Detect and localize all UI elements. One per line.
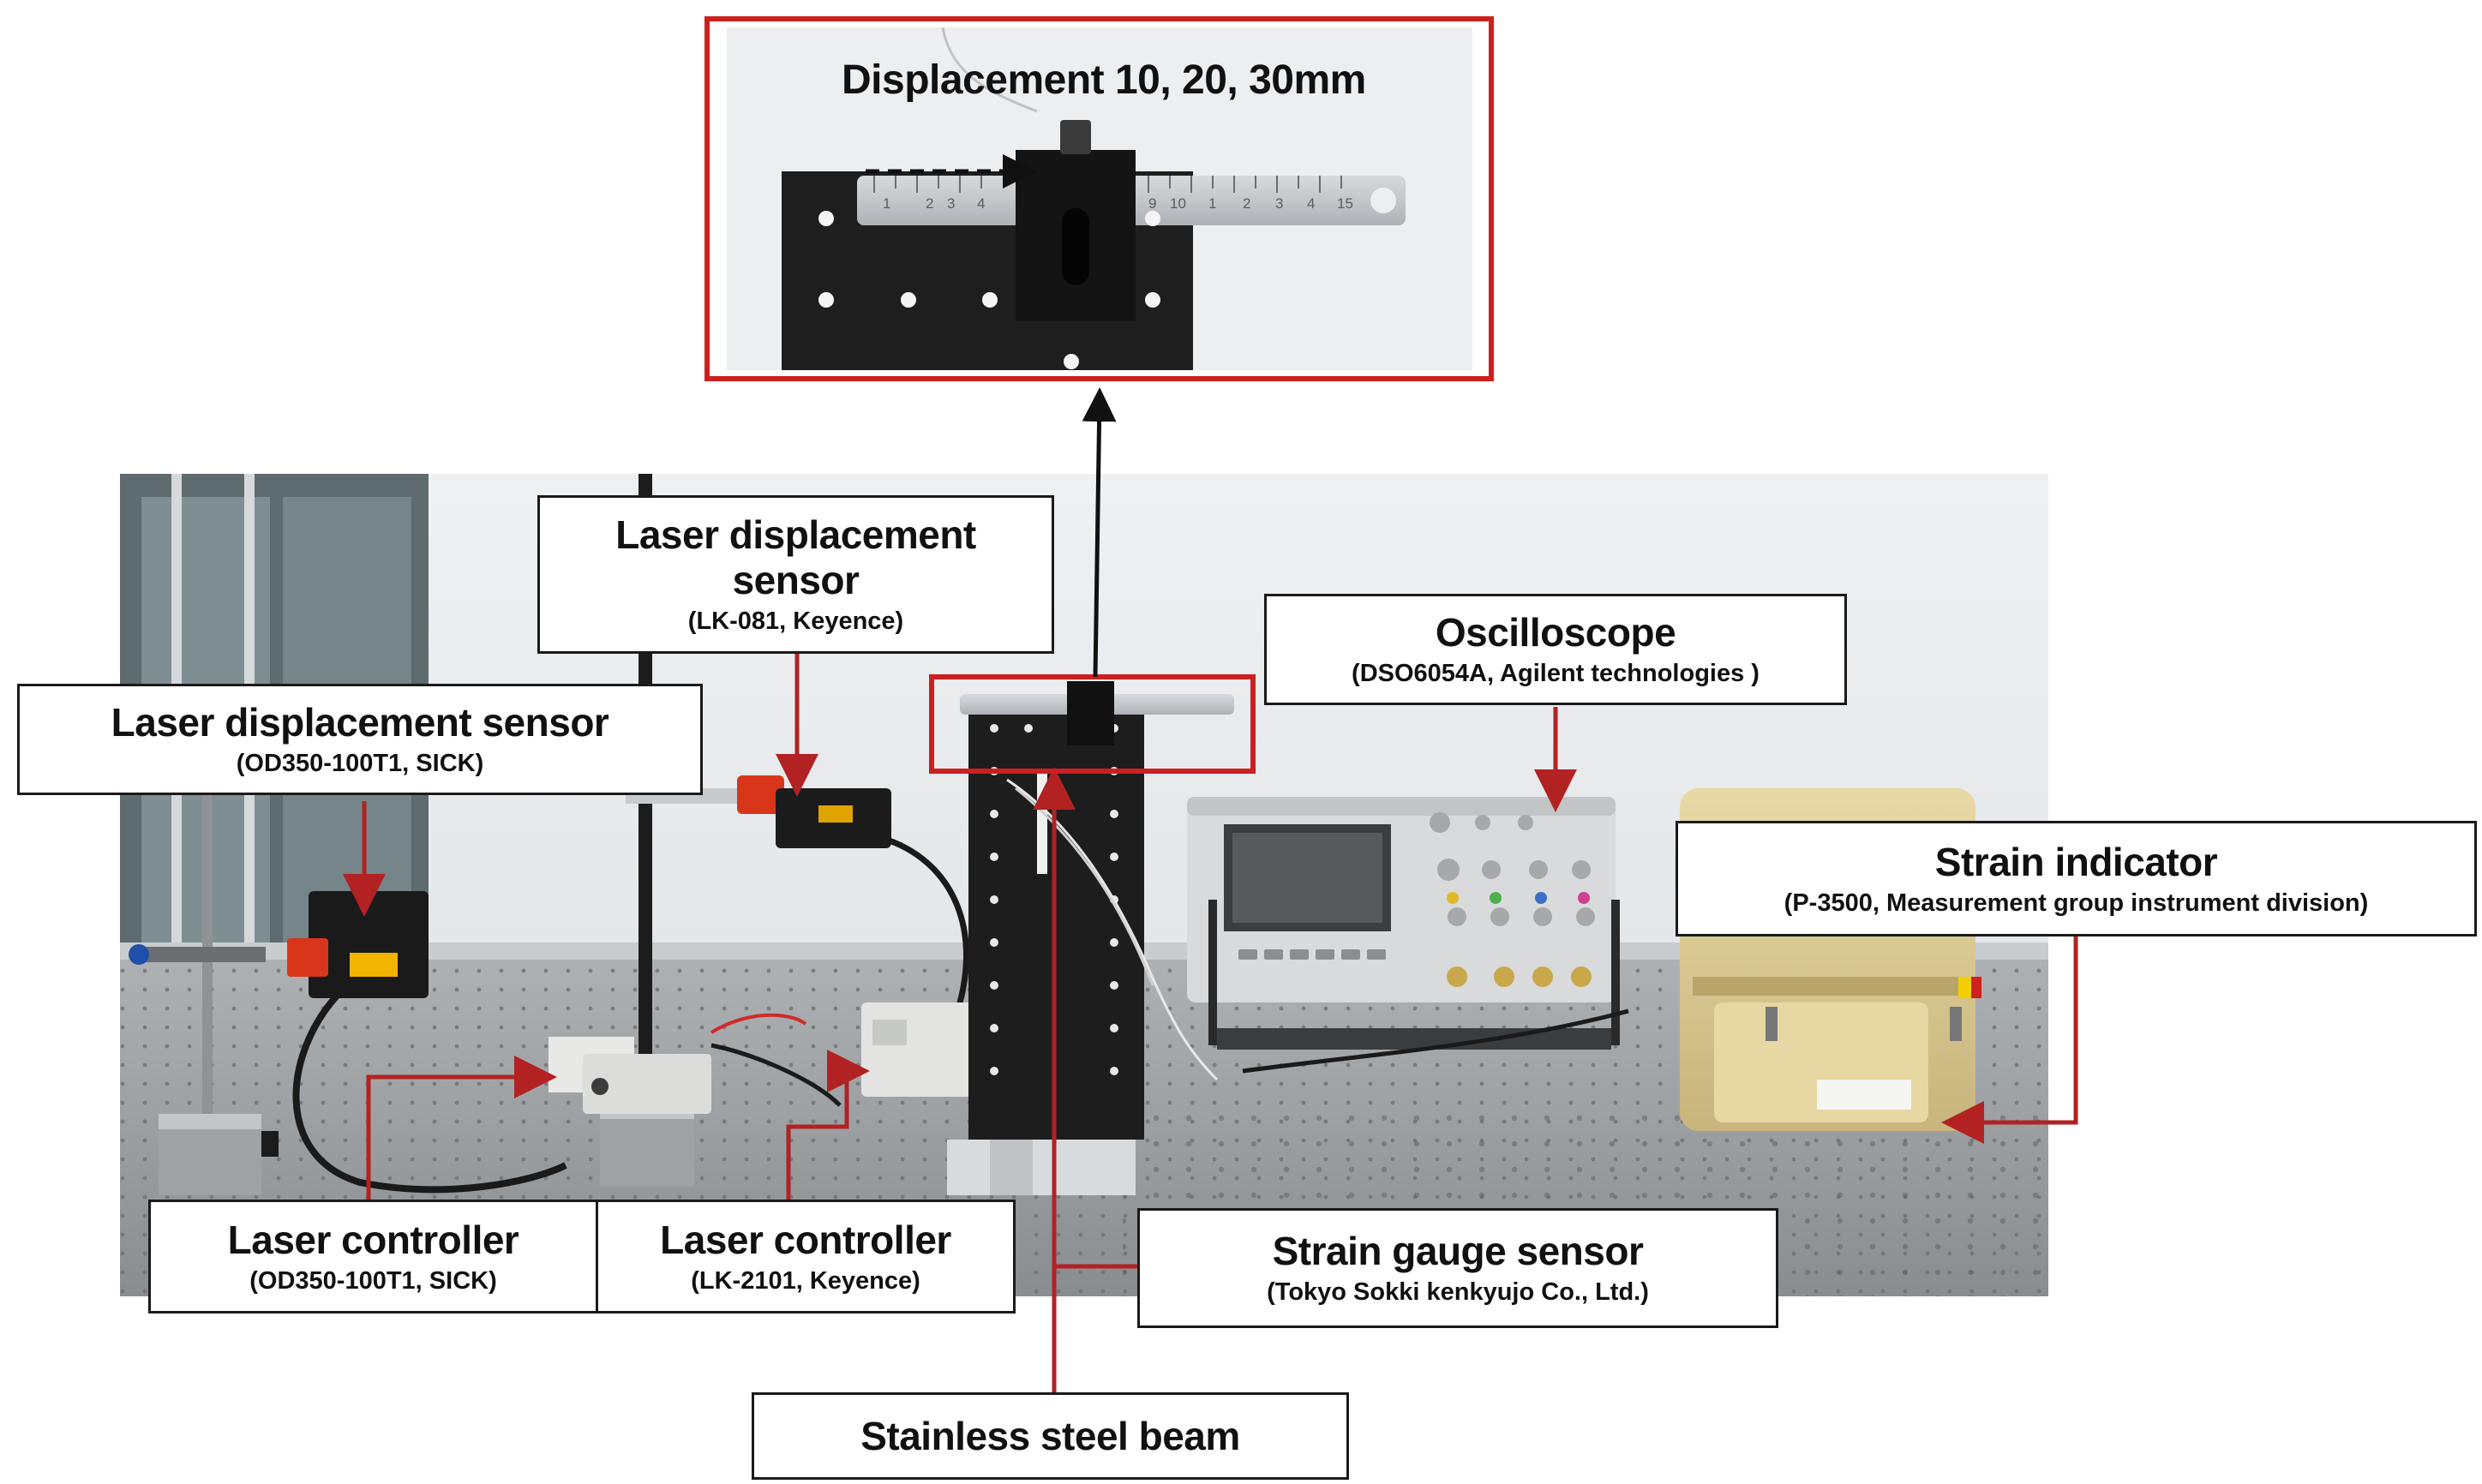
leader-controller-od bbox=[366, 1056, 557, 1204]
label-title: Strain gauge sensor bbox=[1272, 1229, 1644, 1274]
label-laser-sensor-lk: Laser displacement sensor (LK-081, Keyen… bbox=[537, 495, 1054, 654]
inset-ruler-tick: 1 bbox=[883, 195, 890, 212]
label-laser-sensor-od: Laser displacement sensor (OD350-100T1, … bbox=[17, 684, 703, 795]
label-subtitle: (P-3500, Measurement group instrument di… bbox=[1784, 889, 2369, 917]
leader-strain-indicator bbox=[1941, 936, 2078, 1144]
leader-controller-lk bbox=[786, 1050, 870, 1204]
oscilloscope-device bbox=[1187, 797, 1620, 1050]
inset-ruler-tick: 3 bbox=[1275, 195, 1283, 212]
inset-ruler-tick: 2 bbox=[926, 195, 933, 212]
label-title: Laser controller bbox=[227, 1217, 519, 1262]
inset-ruler-tick: 1 bbox=[1208, 195, 1216, 212]
sick-laser-sensor bbox=[309, 891, 429, 998]
inset-ruler-tick: 4 bbox=[977, 195, 985, 212]
label-subtitle: (LK-081, Keyence) bbox=[687, 607, 904, 635]
inset-ruler-tick: 2 bbox=[1243, 195, 1250, 212]
inset-photo: 1 2 3 4 9 10 1 2 3 4 15 bbox=[704, 16, 1494, 381]
inset-ruler-tick: 9 bbox=[1148, 195, 1156, 212]
label-controller-od: Laser controller (OD350-100T1, SICK) bbox=[148, 1200, 598, 1313]
label-strain-gauge: Strain gauge sensor (Tokyo Sokki kenkyuj… bbox=[1137, 1208, 1778, 1328]
label-title: Laser controller bbox=[660, 1217, 951, 1262]
label-title: Oscilloscope bbox=[1435, 610, 1676, 655]
label-strain-indicator: Strain indicator (P-3500, Measurement gr… bbox=[1676, 821, 2477, 936]
inset-ruler-tick: 4 bbox=[1307, 195, 1315, 212]
label-subtitle: (OD350-100T1, SICK) bbox=[236, 750, 484, 778]
label-subtitle: (LK-2101, Keyence) bbox=[691, 1266, 920, 1295]
leader-lines bbox=[343, 651, 2078, 1392]
label-beam: Stainless steel beam bbox=[752, 1392, 1349, 1480]
label-subtitle: (DSO6054A, Agilent technologies ) bbox=[1352, 660, 1760, 688]
inset-title: Displacement 10, 20, 30mm bbox=[842, 57, 1366, 103]
label-subtitle: (OD350-100T1, SICK) bbox=[249, 1266, 497, 1295]
inset-link-arrow bbox=[1082, 387, 1117, 678]
label-controller-lk: Laser controller (LK-2101, Keyence) bbox=[596, 1200, 1016, 1313]
label-title: Strain indicator bbox=[1934, 839, 2218, 884]
label-title: Laser displacement sensor bbox=[111, 700, 609, 745]
label-oscilloscope: Oscilloscope (DSO6054A, Agilent technolo… bbox=[1264, 594, 1847, 705]
inset-ruler-tick: 15 bbox=[1337, 195, 1353, 212]
label-title: Stainless steel beam bbox=[860, 1413, 1240, 1458]
fixture-highlight-frame bbox=[929, 674, 1256, 774]
label-title: Laser displacement sensor bbox=[615, 512, 976, 603]
label-subtitle: (Tokyo Sokki kenkyujo Co., Ltd.) bbox=[1267, 1278, 1649, 1307]
inset-ruler-tick: 10 bbox=[1170, 195, 1186, 212]
keyence-controller-unit bbox=[861, 1002, 973, 1097]
inset-ruler-tick: 3 bbox=[947, 195, 955, 212]
